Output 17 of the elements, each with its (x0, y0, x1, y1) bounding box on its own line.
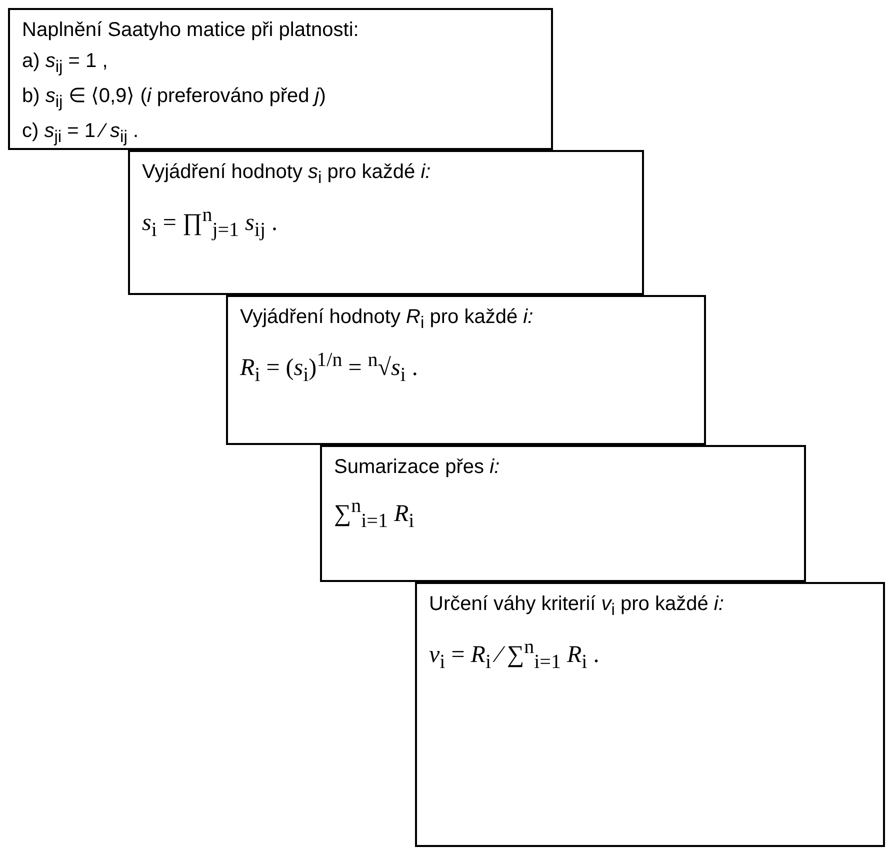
step-heading: Vyjádření hodnoty R$_{i}$ pro každé i: (240, 305, 534, 334)
step-box (320, 445, 806, 582)
formula: s$_{i}$ = ∏$^{n}$$_{j=1}$ s$_{ij}$ . (142, 202, 279, 243)
step-heading: Naplnění Saatyho matice při platnosti: (22, 18, 360, 43)
step-box (226, 295, 706, 445)
step-box (128, 150, 644, 295)
step-heading: Určení váhy kriterií v$_{i}$ pro každé i: (429, 592, 725, 621)
formula: v$_{i}$ = R$_{i}$ ⁄ ∑$^{n}$$_{i=1}$ R$_{i}$ . (429, 634, 600, 675)
step-box (8, 8, 553, 150)
formula: R$_{i}$ = (s$_{i}$)$^{1/n}$ = $^{n}$√s$_{i}$ . (240, 348, 419, 388)
formula: ∑$^{n}$$_{i=1}$ R$_{i}$ (334, 494, 416, 534)
step-heading: Vyjádření hodnoty s$_{i}$ pro každé i: (142, 160, 432, 189)
step-box (415, 582, 885, 847)
condition-text: b) s$_{ij}$ ∈ ⟨0,9⟩ (i preferováno před j) (22, 84, 327, 113)
step-heading: Sumarizace přes i: (334, 455, 501, 480)
condition-text: c) s$_{ji}$ = 1 ⁄ s$_{ij}$ . (22, 118, 140, 148)
condition-text: a) s$_{ij}$ = 1 , (22, 49, 109, 78)
